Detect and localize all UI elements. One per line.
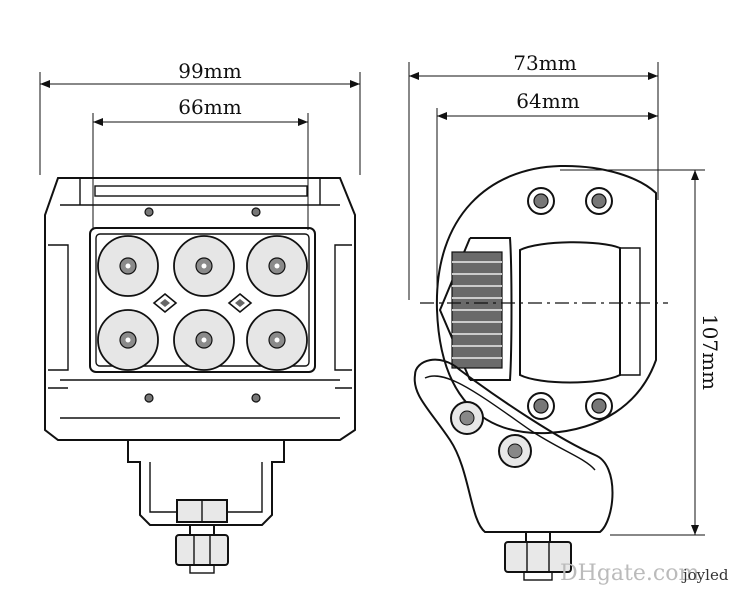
front-overall-width-dimension: 99mm: [39, 59, 361, 175]
side-mount-bracket: [413, 358, 614, 581]
led-3: [246, 235, 308, 297]
led-4: [97, 309, 159, 371]
side-inner-width-label: 64mm: [516, 89, 579, 113]
screw-icon: [527, 187, 555, 215]
led-1: [97, 235, 159, 297]
side-overall-width-label: 73mm: [513, 51, 576, 75]
led-5: [173, 309, 235, 371]
diamond-marker-icon: [152, 292, 178, 314]
screw-icon: [527, 392, 555, 420]
screw-icon: [585, 392, 613, 420]
diamond-marker-icon: [227, 292, 253, 314]
watermark-site: DHgate.com: [560, 561, 699, 586]
screw-icon: [144, 393, 154, 403]
side-overall-width-dimension: 73mm: [408, 51, 659, 300]
led-2: [173, 235, 235, 297]
front-view: [44, 177, 356, 574]
screw-icon: [251, 393, 261, 403]
adjustment-knob-icon: [498, 434, 532, 468]
front-lens-width-dimension: 66mm: [92, 95, 309, 230]
front-lens-width-label: 66mm: [178, 95, 241, 119]
watermark-seller: joyled: [681, 566, 729, 584]
side-inner-width-dimension: 64mm: [436, 89, 659, 300]
watermark: DHgate.com joyled: [560, 561, 729, 586]
adjustment-knob-icon: [450, 401, 484, 435]
screw-icon: [585, 187, 613, 215]
front-mount-bracket: [127, 440, 285, 574]
led-6: [246, 309, 308, 371]
side-height-label: 107mm: [698, 314, 722, 390]
screw-icon: [251, 207, 261, 217]
heat-sink-fins: [451, 251, 503, 369]
side-height-dimension: 107mm: [560, 169, 722, 536]
screw-icon: [144, 207, 154, 217]
side-view: [413, 164, 668, 581]
front-overall-width-label: 99mm: [178, 59, 241, 83]
